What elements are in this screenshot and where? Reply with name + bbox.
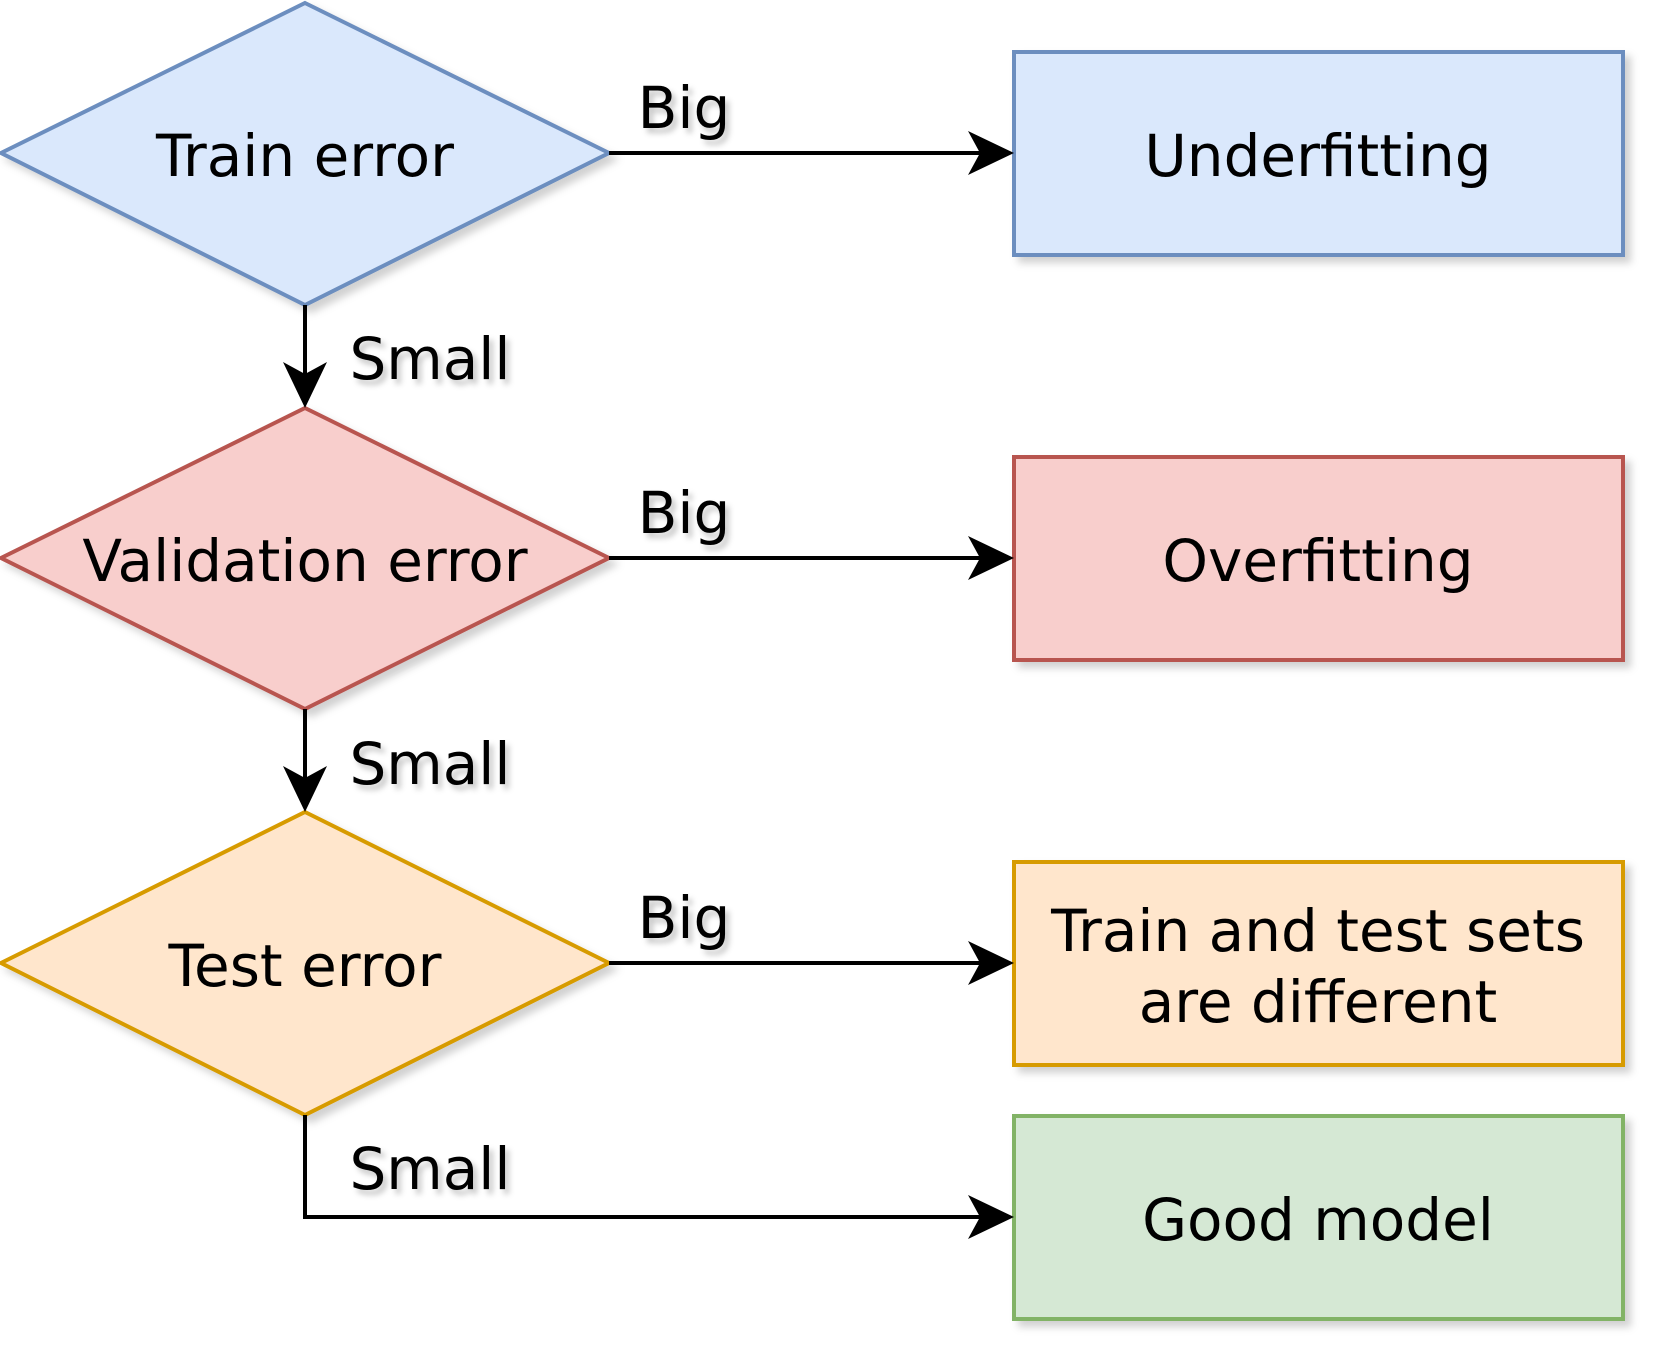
edge-label-big: Big — [638, 74, 731, 142]
arrowhead-right-icon — [968, 536, 1014, 580]
decision-test-error: Test error — [0, 809, 614, 1118]
edge-train-to-validation: Small — [283, 305, 511, 408]
validation-error-label: Validation error — [82, 527, 527, 595]
edge-label-small: Small — [349, 730, 510, 798]
edge-test-to-good-model: Small — [303, 1115, 1014, 1239]
edge-validation-to-overfitting: Big — [609, 479, 1014, 580]
outcome-good-model: Good model — [1012, 1114, 1625, 1321]
underfitting-box — [1012, 50, 1625, 257]
test-error-label: Test error — [167, 932, 441, 1000]
overfitting-label: Overfitting — [1162, 527, 1473, 595]
edge-test-to-different: Big — [609, 884, 1014, 985]
overfitting-box — [1012, 455, 1625, 662]
arrowhead-down-icon — [283, 766, 327, 812]
outcome-underfitting: Underfitting — [1012, 50, 1625, 257]
train-test-different-box — [1012, 860, 1625, 1067]
good-model-label: Good model — [1142, 1186, 1494, 1254]
edge-label-small: Small — [349, 325, 510, 393]
edge-train-to-underfitting: Big — [609, 74, 1014, 175]
arrowhead-right-icon — [968, 1195, 1014, 1239]
edge-label-big: Big — [638, 479, 731, 547]
underfitting-label: Underfitting — [1144, 122, 1491, 190]
arrowhead-down-icon — [283, 362, 327, 408]
decision-validation-error: Validation error — [0, 405, 614, 712]
decision-train-error: Train error — [0, 0, 614, 308]
train-test-different-label-line1: Train and test sets — [1050, 897, 1585, 965]
edge-label-small: Small — [349, 1135, 510, 1203]
outcome-train-test-different: Train and test sets are different — [1012, 860, 1625, 1067]
edge-label-big: Big — [638, 884, 731, 952]
edge-validation-to-test: Small — [283, 709, 511, 812]
outcome-overfitting: Overfitting — [1012, 455, 1625, 662]
good-model-box — [1012, 1114, 1625, 1321]
arrowhead-right-icon — [968, 131, 1014, 175]
edge-line — [303, 1115, 980, 1219]
train-test-different-label-line2: are different — [1139, 968, 1498, 1036]
arrowhead-right-icon — [968, 941, 1014, 985]
train-error-label: Train error — [155, 122, 454, 190]
